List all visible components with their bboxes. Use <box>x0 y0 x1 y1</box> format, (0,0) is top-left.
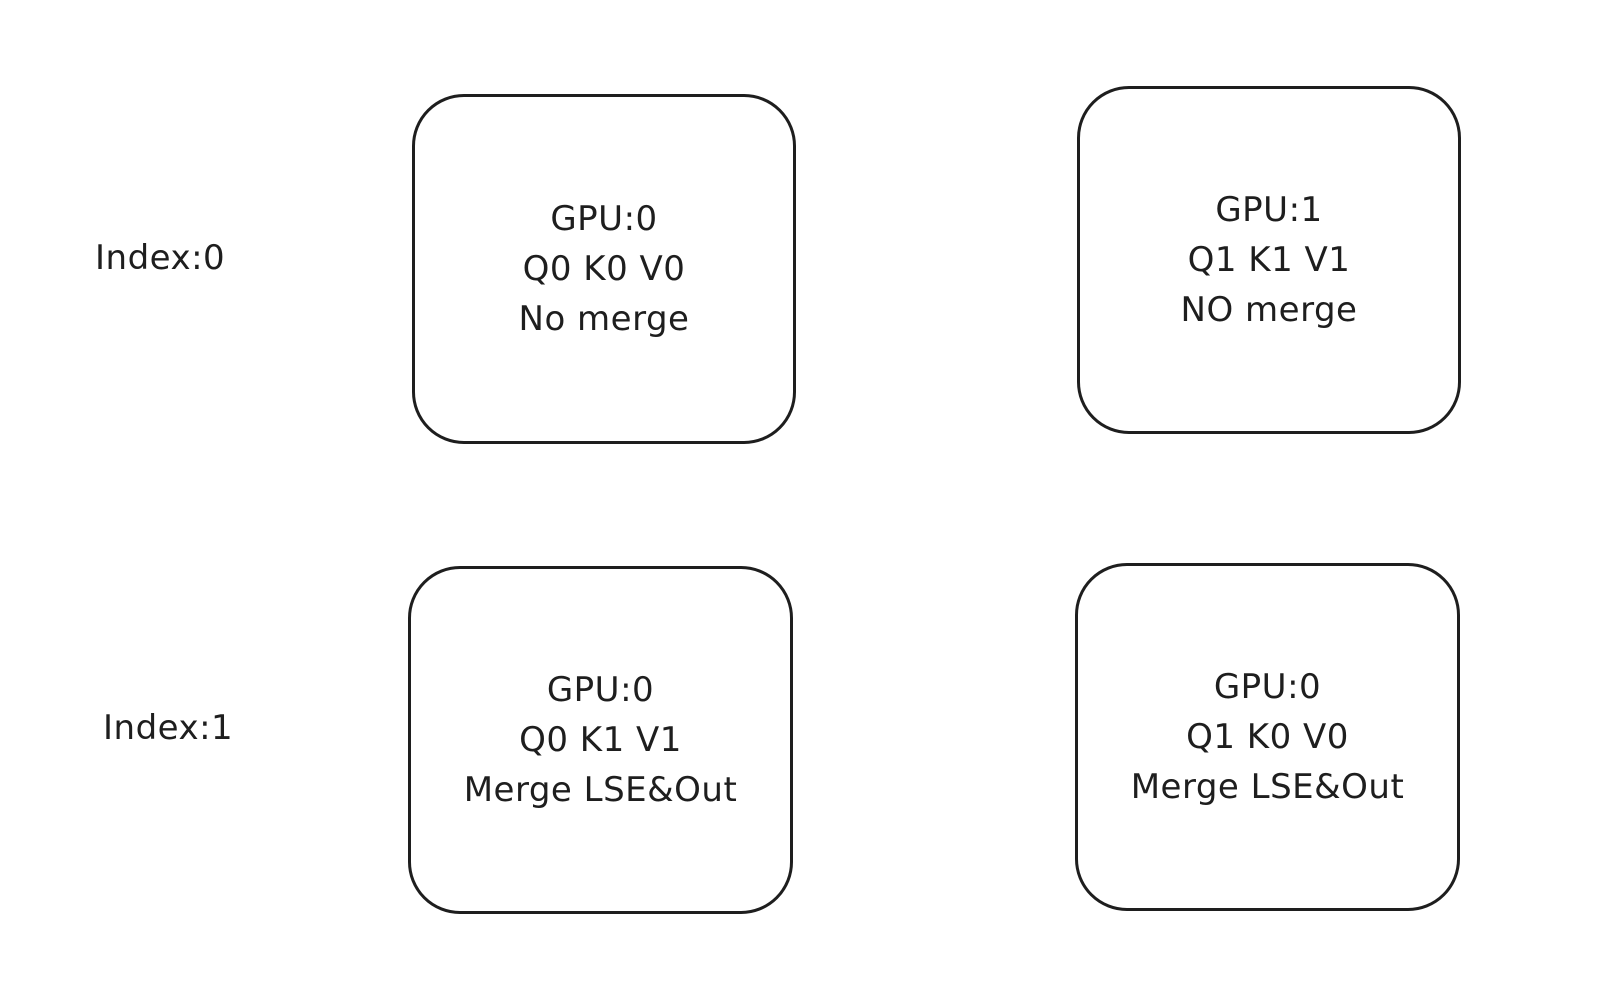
gpu-node-index1-left: GPU:0 Q0 K1 V1 Merge LSE&Out <box>408 566 793 914</box>
node-qkv-label: Q0 K0 V0 <box>522 249 686 289</box>
row-label-index-1: Index:1 <box>103 708 234 748</box>
node-gpu-label: GPU:0 <box>550 199 658 239</box>
node-gpu-label: GPU:0 <box>1213 667 1322 707</box>
node-merge-label: Merge LSE&Out <box>463 770 738 810</box>
gpu-node-index0-left: GPU:0 Q0 K0 V0 No merge <box>412 94 796 444</box>
node-gpu-label: GPU:1 <box>1215 190 1323 230</box>
gpu-node-index1-right: GPU:0 Q1 K0 V0 Merge LSE&Out <box>1075 563 1460 911</box>
row-label-index-0: Index:0 <box>95 238 226 278</box>
node-merge-label: No merge <box>518 299 690 339</box>
gpu-node-index0-right: GPU:1 Q1 K1 V1 NO merge <box>1077 86 1461 434</box>
node-merge-label: Merge LSE&Out <box>1130 767 1405 807</box>
node-qkv-label: Q1 K1 V1 <box>1187 240 1351 280</box>
node-qkv-label: Q1 K0 V0 <box>1186 717 1349 757</box>
node-gpu-label: GPU:0 <box>546 670 655 710</box>
node-qkv-label: Q0 K1 V1 <box>519 720 682 760</box>
node-merge-label: NO merge <box>1180 290 1358 330</box>
